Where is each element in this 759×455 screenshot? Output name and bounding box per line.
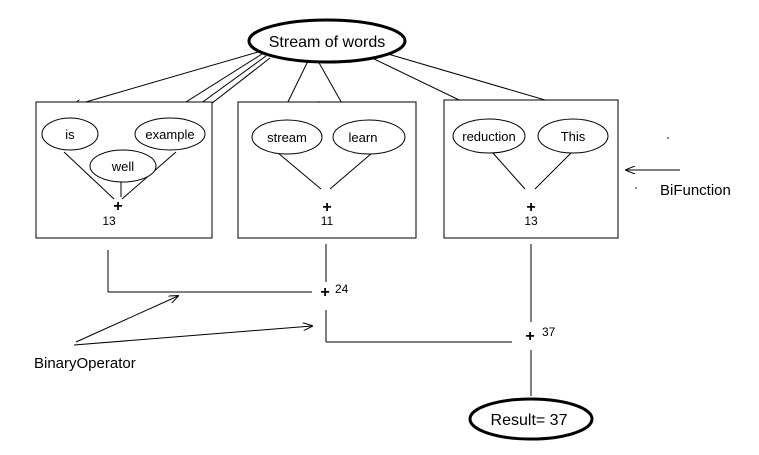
combine-1: + 24 — [320, 282, 348, 301]
binary-operator-label: BinaryOperator — [34, 355, 136, 372]
group-2: stream learn + 11 — [237, 101, 417, 239]
source-arrows — [72, 51, 586, 148]
combine-1-plus: + — [320, 284, 329, 301]
word-label-stream: stream — [267, 130, 307, 145]
combine-2-value: 37 — [542, 325, 556, 339]
word-node-reduction — [452, 118, 526, 154]
combine-connectors — [107, 244, 532, 396]
word-label-example: example — [145, 127, 194, 142]
group-1-sum: 13 — [102, 214, 116, 228]
group-2-sum: 11 — [321, 214, 334, 228]
binary-operator-annotation: BinaryOperator — [34, 296, 312, 372]
word-label-well: well — [111, 159, 135, 174]
word-node-stream — [251, 119, 323, 155]
group-1: is example well + 13 — [35, 101, 213, 239]
word-node-example — [134, 117, 206, 151]
source-node: Stream of words — [247, 18, 407, 64]
word-node-well — [89, 149, 157, 183]
word-node-is — [41, 117, 99, 151]
word-label-reduction: reduction — [462, 129, 515, 144]
binary-operator-arrow-2 — [73, 326, 312, 346]
word-node-this — [537, 118, 609, 154]
result-node: Result= 37 — [468, 397, 594, 441]
bifunction-label: BiFunction — [660, 182, 731, 199]
word-label-is: is — [65, 127, 75, 142]
arrow-to-is — [72, 51, 259, 106]
word-node-learn — [332, 119, 406, 155]
combine-2: + 37 — [525, 325, 555, 345]
group-3-plus: + — [526, 199, 535, 216]
group-1-plus: + — [113, 198, 122, 215]
bifunction-annotation: BiFunction — [318, 101, 731, 199]
word-label-learn: learn — [349, 130, 378, 145]
group-3-sum: 13 — [524, 214, 538, 228]
combine-2-plus: + — [525, 328, 534, 345]
source-label: Stream of words — [269, 34, 385, 51]
result-label: Result= 37 — [491, 412, 568, 429]
group-2-plus: + — [322, 199, 331, 216]
group-3: reduction This + 13 — [443, 99, 619, 239]
combine-1-value: 24 — [335, 282, 349, 296]
word-label-this: This — [561, 129, 586, 144]
binary-operator-arrow-1 — [75, 296, 178, 343]
